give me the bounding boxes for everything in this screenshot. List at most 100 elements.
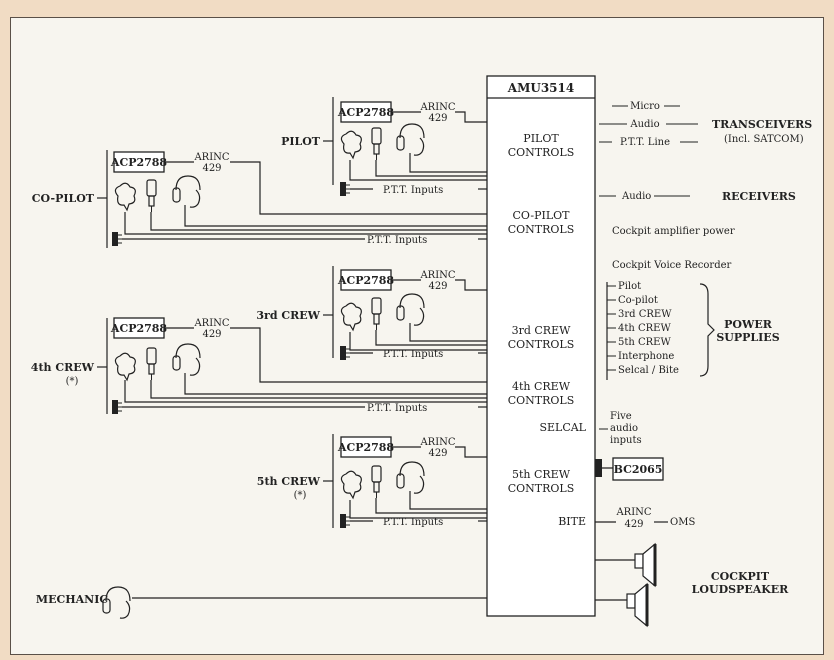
- pilot-microphone-icon: [340, 130, 362, 159]
- power-item-1: Pilot: [618, 281, 641, 292]
- crew5-handset-icon: [371, 465, 382, 499]
- power-item-6: Interphone: [618, 351, 674, 362]
- station-mechanic: MECHANIC: [36, 586, 487, 619]
- loudspeaker-icon-2: [625, 582, 649, 628]
- power-item-3: 3rd CREW: [618, 309, 672, 320]
- crew4-headset-icon: [172, 343, 201, 376]
- station-crew3-panel: ACP2788: [337, 274, 395, 287]
- voice-recorder-label: Cockpit Voice Recorder: [612, 260, 732, 271]
- transceiver-signal-ptt: P.T.T. Line: [620, 137, 670, 148]
- amp-power-label: Cockpit amplifier power: [612, 226, 735, 237]
- station-pilot-bus-l1: ARINC: [419, 102, 455, 113]
- station-copilot-bus-l1: ARINC: [193, 152, 229, 163]
- station-crew4-bus-l2: 429: [202, 329, 221, 340]
- station-crew5-note: (*): [294, 490, 307, 501]
- station-crew4-bus-l1: ARINC: [193, 318, 229, 329]
- crew5-microphone-icon: [340, 470, 362, 499]
- amu-section-crew3-l2: CONTROLS: [508, 338, 575, 351]
- station-crew5-bus-l1: ARINC: [419, 437, 455, 448]
- copilot-ptt-icon: [111, 231, 123, 247]
- station-crew3: 3rd CREW ACP2788 ARINC 429 P.T.T. Inputs: [256, 266, 487, 361]
- receivers-label: RECEIVERS: [722, 190, 796, 203]
- transceiver-signal-micro: Micro: [630, 101, 660, 112]
- pilot-headset-icon: [396, 123, 425, 156]
- copilot-handset-icon: [146, 179, 157, 213]
- crew4-handset-icon: [146, 347, 157, 381]
- selcal-inputs-l2: audio: [610, 423, 638, 434]
- station-crew5-name: 5th CREW: [257, 475, 321, 488]
- station-crew5-bus-l2: 429: [428, 448, 447, 459]
- station-copilot-ptt: P.T.T. Inputs: [367, 235, 427, 246]
- bite-oms-block: ARINC 429 OMS: [595, 507, 695, 530]
- bc2065-block: BC2065: [595, 457, 664, 481]
- transceivers-sub: (Incl. SATCOM): [724, 134, 804, 145]
- selcal-inputs-block: Five audio inputs: [599, 411, 642, 446]
- amu-selcal-label: SELCAL: [539, 421, 586, 434]
- transceivers-label: TRANSCEIVERS: [712, 118, 812, 131]
- station-copilot-name: CO-PILOT: [32, 192, 95, 205]
- amu-section-crew5-l1: 5th CREW: [512, 468, 571, 481]
- amu-section-crew4-l2: CONTROLS: [508, 394, 575, 407]
- station-pilot-ptt: P.T.T. Inputs: [383, 185, 443, 196]
- power-item-2: Co-pilot: [618, 295, 658, 306]
- station-crew5-panel: ACP2788: [337, 441, 395, 454]
- power-label-l2: SUPPLIES: [716, 331, 779, 344]
- speaker-label-l1: COCKPIT: [711, 570, 770, 583]
- amu-title: AMU3514: [507, 81, 574, 95]
- station-crew4-panel: ACP2788: [110, 322, 168, 335]
- station-crew3-bus-l1: ARINC: [419, 270, 455, 281]
- amu-section-crew3-l1: 3rd CREW: [512, 324, 572, 337]
- station-pilot: PILOT ACP2788 ARINC 429 P.T.T. Inputs: [281, 97, 487, 197]
- pilot-handset-icon: [371, 127, 382, 161]
- station-pilot-bus-l2: 429: [428, 113, 447, 124]
- crew5-ptt-icon: [339, 513, 351, 529]
- receivers-block: Audio RECEIVERS: [599, 190, 796, 203]
- amu-section-copilot-l1: CO-PILOT: [513, 209, 571, 222]
- crew4-microphone-icon: [114, 352, 136, 381]
- amu-section-copilot-l2: CONTROLS: [508, 223, 575, 236]
- station-pilot-name: PILOT: [281, 135, 321, 148]
- loudspeaker-block: COCKPIT LOUDSPEAKER: [595, 542, 790, 628]
- power-item-5: 5th CREW: [618, 337, 671, 348]
- power-item-4: 4th CREW: [618, 323, 671, 334]
- station-copilot: CO-PILOT ACP2788 ARINC 429 P.T.T. Inputs: [32, 150, 487, 248]
- station-copilot-bus-l2: 429: [202, 163, 221, 174]
- crew4-ptt-icon: [111, 399, 123, 415]
- loudspeaker-icon-1: [633, 542, 657, 588]
- mechanic-label: MECHANIC: [36, 593, 108, 606]
- amu-section-pilot-l1: PILOT: [523, 132, 559, 145]
- station-crew4: 4th CREW (*) ACP2788 ARINC 429 P.T.T. In…: [31, 317, 487, 415]
- station-crew3-name: 3rd CREW: [256, 309, 320, 322]
- crew3-microphone-icon: [340, 302, 362, 331]
- bite-bus-l2: 429: [624, 519, 643, 530]
- station-crew4-name: 4th CREW: [31, 361, 95, 374]
- crew3-headset-icon: [396, 293, 425, 326]
- station-crew3-ptt: P.T.T. Inputs: [383, 349, 443, 360]
- selcal-inputs-l1: Five: [610, 411, 632, 422]
- bite-bus-l1: ARINC: [615, 507, 651, 518]
- transceivers-block: Micro Audio P.T.T. Line TRANSCEIVERS (In…: [599, 101, 812, 148]
- selcal-inputs-l3: inputs: [610, 435, 642, 446]
- speaker-label-l2: LOUDSPEAKER: [692, 583, 790, 596]
- station-crew4-note: (*): [66, 376, 79, 387]
- oms-label: OMS: [670, 517, 695, 528]
- station-crew3-bus-l2: 429: [428, 281, 447, 292]
- station-copilot-panel: ACP2788: [110, 156, 168, 169]
- station-pilot-panel: ACP2788: [337, 106, 395, 119]
- power-supplies-block: Pilot Co-pilot 3rd CREW 4th CREW 5th CRE…: [606, 281, 780, 380]
- amu-bite-label: BITE: [558, 515, 586, 528]
- crew3-ptt-icon: [339, 345, 351, 361]
- transceiver-signal-audio: Audio: [629, 119, 659, 130]
- station-crew4-ptt: P.T.T. Inputs: [367, 403, 427, 414]
- crew3-handset-icon: [371, 297, 382, 331]
- power-label-l1: POWER: [724, 318, 773, 331]
- pilot-ptt-icon: [339, 181, 351, 197]
- station-crew5-ptt: P.T.T. Inputs: [383, 517, 443, 528]
- power-item-7: Selcal / Bite: [618, 365, 679, 376]
- copilot-headset-icon: [172, 175, 201, 208]
- station-crew5: 5th CREW (*) ACP2788 ARINC 429 P.T.T. In…: [257, 434, 487, 529]
- receivers-signal: Audio: [621, 191, 651, 202]
- copilot-microphone-icon: [114, 182, 136, 211]
